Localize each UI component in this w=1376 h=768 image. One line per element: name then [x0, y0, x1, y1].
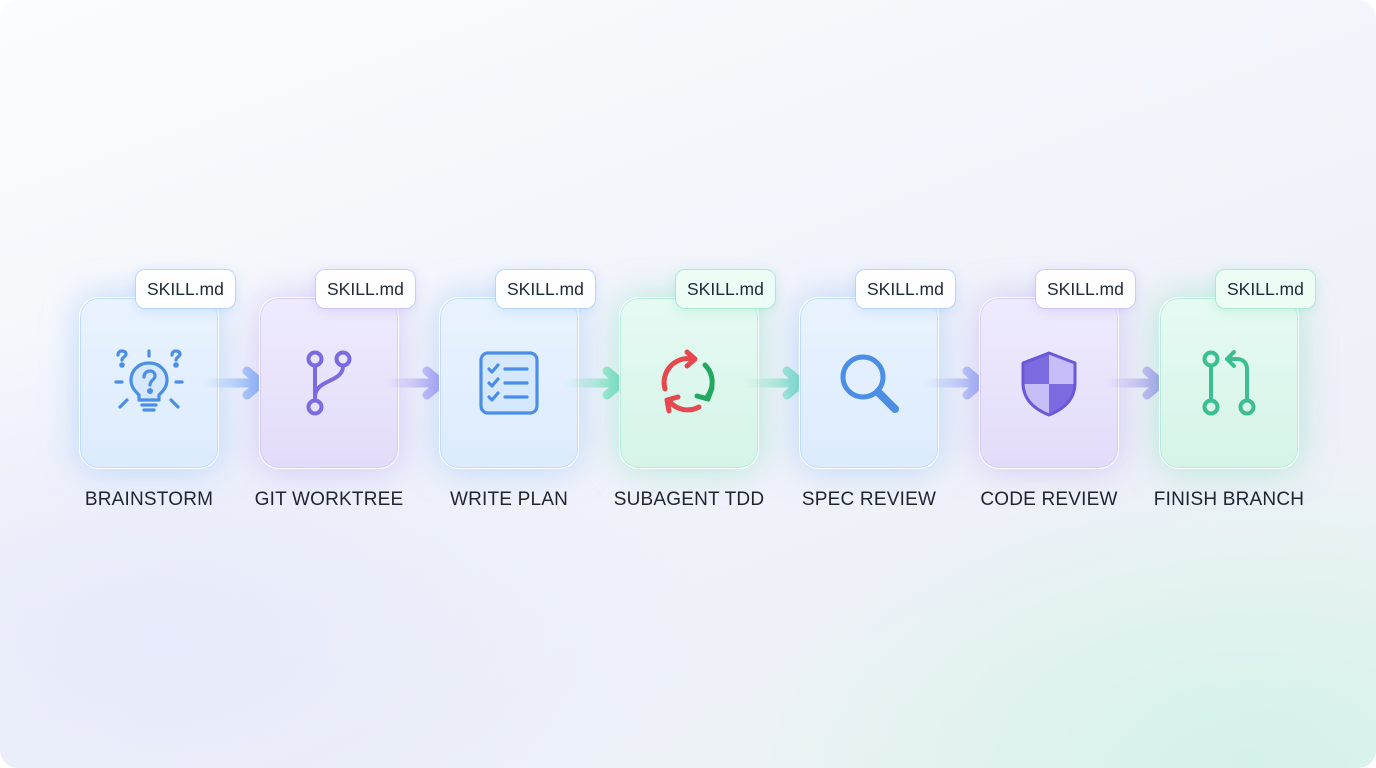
step-card[interactable] — [439, 297, 579, 469]
git-pull-request-icon — [1187, 341, 1271, 425]
skill-badge[interactable]: SKILL.md — [1036, 270, 1135, 308]
step-label: FINISH BRANCH — [1153, 489, 1305, 510]
step-label: SPEC REVIEW — [801, 489, 937, 510]
step-brainstorm: SKILL.md BRAINSTORM — [39, 0, 259, 768]
step-code-review: SKILL.md CODE REVIEW — [939, 0, 1159, 768]
skill-badge[interactable]: SKILL.md — [856, 270, 955, 308]
step-card[interactable] — [799, 297, 939, 469]
cycle-arrows-icon — [647, 341, 731, 425]
step-label: CODE REVIEW — [980, 489, 1118, 510]
skill-badge[interactable]: SKILL.md — [676, 270, 775, 308]
step-write-plan: SKILL.md WRITE PLAN — [399, 0, 619, 768]
skill-badge[interactable]: SKILL.md — [136, 270, 235, 308]
step-card[interactable] — [79, 297, 219, 469]
step-card[interactable] — [619, 297, 759, 469]
lightbulb-question-icon — [107, 341, 191, 425]
checklist-icon — [467, 341, 551, 425]
shield-icon — [1007, 341, 1091, 425]
step-spec-review: SKILL.md SPEC REVIEW — [759, 0, 979, 768]
skill-badge[interactable]: SKILL.md — [316, 270, 415, 308]
step-card[interactable] — [979, 297, 1119, 469]
step-label: BRAINSTORM — [84, 489, 214, 510]
git-branch-icon — [287, 341, 371, 425]
skill-badge[interactable]: SKILL.md — [1216, 270, 1315, 308]
step-label: GIT WORKTREE — [254, 489, 404, 510]
step-subagent-tdd: SKILL.md SUBAGENT TDD — [579, 0, 799, 768]
magnifier-icon — [827, 341, 911, 425]
step-label: WRITE PLAN — [449, 489, 569, 510]
step-card[interactable] — [1159, 297, 1299, 469]
step-card[interactable] — [259, 297, 399, 469]
step-finish-branch: SKILL.md FINISH BRANCH — [1119, 0, 1339, 768]
step-label: SUBAGENT TDD — [613, 489, 765, 510]
skill-badge[interactable]: SKILL.md — [496, 270, 595, 308]
